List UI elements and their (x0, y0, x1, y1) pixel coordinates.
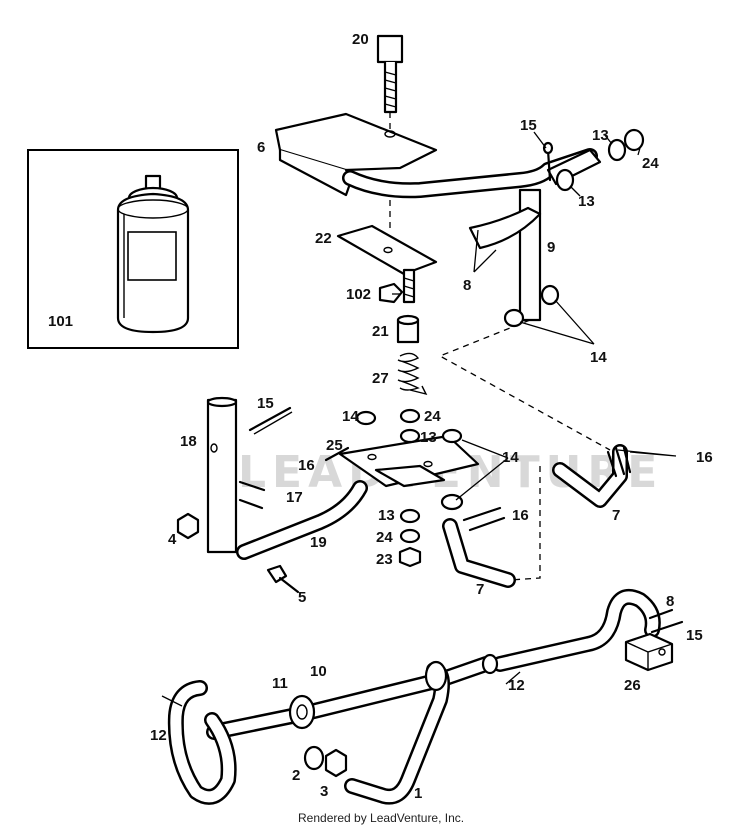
washer-14-center-right (441, 428, 463, 444)
pins-17 (238, 480, 266, 510)
label-16-lower: 16 (512, 507, 529, 524)
label-13-lower: 13 (378, 507, 395, 524)
label-102: 102 (346, 286, 371, 303)
inset-box-101 (27, 149, 239, 349)
dashed-guide-2 (509, 466, 541, 581)
label-16-right: 16 (696, 449, 713, 466)
washer-13-upper (555, 168, 575, 192)
nut-24-upper (623, 128, 645, 152)
spring-27 (397, 352, 428, 396)
upright-18 (206, 396, 238, 554)
label-15-lower: 15 (686, 627, 703, 644)
label-17: 17 (286, 489, 303, 506)
label-18: 18 (180, 433, 197, 450)
label-15-left: 15 (257, 395, 274, 412)
seat-bracket-6 (274, 112, 438, 197)
label-16-left: 16 (298, 457, 315, 474)
label-24-lower: 24 (376, 529, 393, 546)
nut-3 (324, 748, 348, 778)
pivot-bracket-9 (468, 188, 560, 328)
cotter-pins-16-lower (462, 506, 506, 532)
nut-4 (176, 512, 200, 540)
label-23: 23 (376, 551, 393, 568)
label-14-right: 14 (590, 349, 607, 366)
callout-labels: 20 6 15 13 24 13 9 8 14 22 102 21 27 101… (48, 31, 713, 802)
pins-8-15-lower (648, 608, 684, 634)
credit-text: Rendered by LeadVenture, Inc. (298, 811, 464, 825)
label-5: 5 (298, 589, 306, 606)
label-13-upper: 13 (592, 127, 609, 144)
plate-22 (336, 224, 438, 276)
cotter-pin-15-left (248, 406, 292, 432)
washer-14-right (540, 284, 560, 306)
label-8-upper: 8 (463, 277, 471, 294)
stud-102 (378, 268, 416, 304)
label-6: 6 (257, 139, 265, 156)
cotter-pin-15-upper (546, 148, 552, 182)
washer-14-left (503, 308, 525, 328)
spray-can-101 (116, 174, 190, 334)
nut-24-center (399, 408, 421, 424)
cotter-pins-16-right (606, 446, 632, 478)
label-7-lower: 7 (476, 581, 484, 598)
label-14-lower: 14 (502, 449, 519, 466)
cotter-pin-16-left (324, 446, 350, 462)
washer-13-right (607, 138, 627, 162)
label-13-center: 13 (420, 429, 437, 446)
label-20: 20 (352, 31, 369, 48)
label-9: 9 (547, 239, 555, 256)
label-11: 11 (272, 675, 288, 692)
label-24-center: 24 (424, 408, 441, 425)
shaft-handle-12 (167, 653, 499, 805)
label-101: 101 (48, 313, 73, 330)
label-19: 19 (310, 534, 327, 551)
washer-2 (303, 745, 325, 771)
bolt-5 (266, 564, 300, 594)
label-26: 26 (624, 677, 641, 694)
washer-10-11 (288, 694, 316, 730)
nut-24-lower (399, 528, 421, 544)
label-14-center: 14 (342, 408, 359, 425)
label-13-side: 13 (578, 193, 595, 210)
spacer-21 (396, 314, 420, 344)
nut-23 (398, 546, 422, 568)
washer-14-center (355, 410, 377, 426)
label-3: 3 (320, 783, 328, 800)
label-2: 2 (292, 767, 300, 784)
washer-13-lower (399, 508, 421, 524)
label-10: 10 (310, 663, 327, 680)
label-27: 27 (372, 370, 389, 387)
block-26 (624, 632, 674, 672)
label-15-upper: 15 (520, 117, 537, 134)
label-25: 25 (326, 437, 343, 454)
label-21: 21 (372, 323, 389, 340)
label-7-right: 7 (612, 507, 620, 524)
label-4: 4 (168, 531, 177, 548)
label-22: 22 (315, 230, 332, 247)
washer-13-center (399, 428, 421, 444)
label-8-lower: 8 (666, 593, 674, 610)
label-1: 1 (414, 785, 422, 802)
label-12-left: 12 (150, 727, 167, 744)
bolt-20 (376, 34, 404, 114)
dashed-guide-1 (438, 319, 611, 451)
label-12-right: 12 (508, 677, 525, 694)
leader-lines (161, 131, 677, 707)
label-24-upper: 24 (642, 155, 659, 172)
